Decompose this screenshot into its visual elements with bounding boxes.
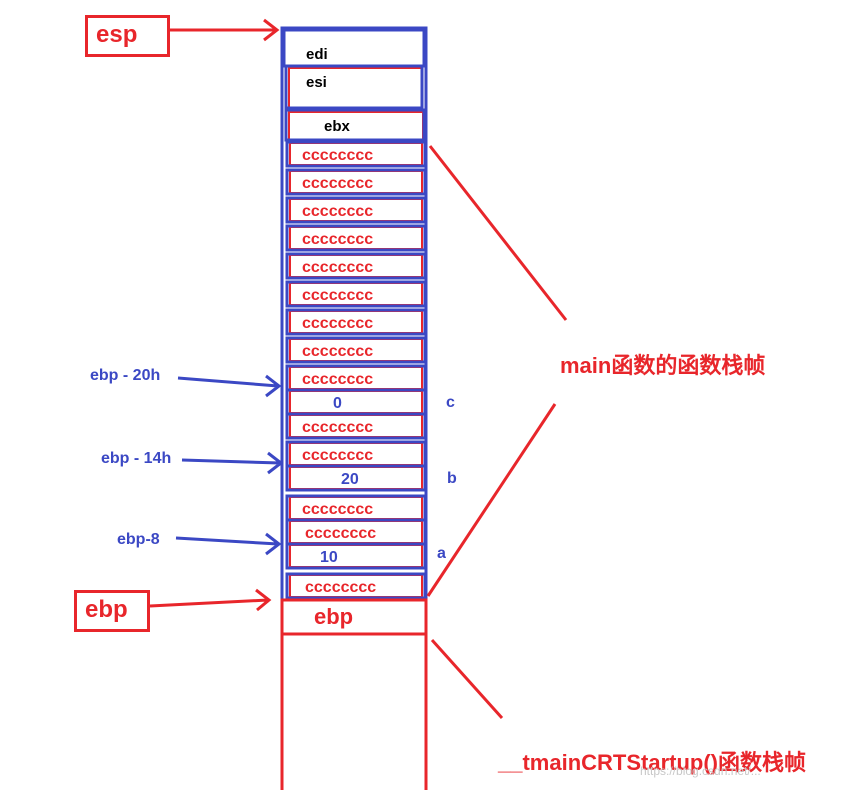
cell-0: [285, 140, 427, 168]
cell-fill-6: cccccccc: [302, 315, 373, 332]
cell-10: [285, 412, 427, 440]
cell-1: [285, 168, 427, 196]
cell-3: [285, 224, 427, 252]
tmain-frame-label: __tmainCRTStartup()函数栈帧: [498, 750, 807, 775]
saved-ebp-text: ebp: [314, 604, 353, 629]
cell-value-a: 10: [320, 549, 338, 566]
offset-label-ebp-8: ebp-8: [117, 531, 160, 548]
cell-16: [285, 572, 427, 600]
cell-fill-1: cccccccc: [302, 175, 373, 192]
saved-register-cells: [282, 28, 426, 142]
register-ebx: ebx: [324, 118, 351, 135]
cell-2: [285, 196, 427, 224]
stack-cells: edi esi ebx cccccccc cccccccc cccccccc ccccccc…: [280, 46, 428, 636]
cell-inner-15: [289, 544, 423, 568]
watermark: https://blog.csdn.net/...: [640, 764, 761, 778]
arrow-ebp-14h: [181, 451, 284, 475]
ebp-pointer-label: ebp: [74, 590, 150, 632]
cell-fill-3: cccccccc: [302, 231, 373, 248]
var-label-a: a: [437, 545, 446, 562]
cell-fill-5: cccccccc: [302, 287, 373, 304]
cell-7: [285, 336, 427, 364]
cell-value-b: 20: [341, 471, 359, 488]
cell-9: [285, 388, 427, 416]
var-label-b: b: [447, 470, 457, 487]
offset-label-ebp-20h: ebp - 20h: [90, 367, 161, 384]
cell-fill-13: cccccccc: [302, 501, 373, 518]
cell-fill-10: cccccccc: [302, 419, 373, 436]
arrow-esp: [170, 18, 280, 42]
cell-12: [285, 464, 427, 492]
cell-5: [285, 280, 427, 308]
cell-inner-9: [289, 390, 423, 414]
cell-fill-2: cccccccc: [302, 203, 373, 220]
register-esi: esi: [306, 74, 327, 91]
arrow-ebp-8: [175, 532, 282, 556]
cell-fill-11: cccccccc: [302, 447, 373, 464]
main-frame-label: main函数的函数栈帧: [560, 353, 766, 378]
var-label-c: c: [446, 394, 455, 411]
cell-fill-7: cccccccc: [302, 343, 373, 360]
cell-fill-4: cccccccc: [302, 259, 373, 276]
cell-4: [285, 252, 427, 280]
cell-fill-14: cccccccc: [305, 525, 376, 542]
cell-fill-0: cccccccc: [302, 147, 373, 164]
cell-15: [285, 542, 427, 570]
cell-6: [285, 308, 427, 336]
arrow-ebp: [149, 588, 272, 612]
offset-label-ebp-14h: ebp - 14h: [101, 450, 172, 467]
cell-value-c: 0: [333, 395, 342, 412]
pointer-arrows: [149, 18, 280, 612]
frame-leader-lines: [426, 145, 568, 720]
saved-ebp-cell: [280, 598, 428, 636]
arrow-ebp-20h: [177, 374, 282, 398]
caller-frame-column: [280, 598, 428, 790]
cell-fill-16: cccccccc: [305, 579, 376, 596]
cell-fill-8: cccccccc: [302, 371, 373, 388]
offset-arrows: [175, 374, 284, 556]
register-edi: edi: [306, 46, 328, 63]
esp-label: esp: [85, 15, 170, 57]
